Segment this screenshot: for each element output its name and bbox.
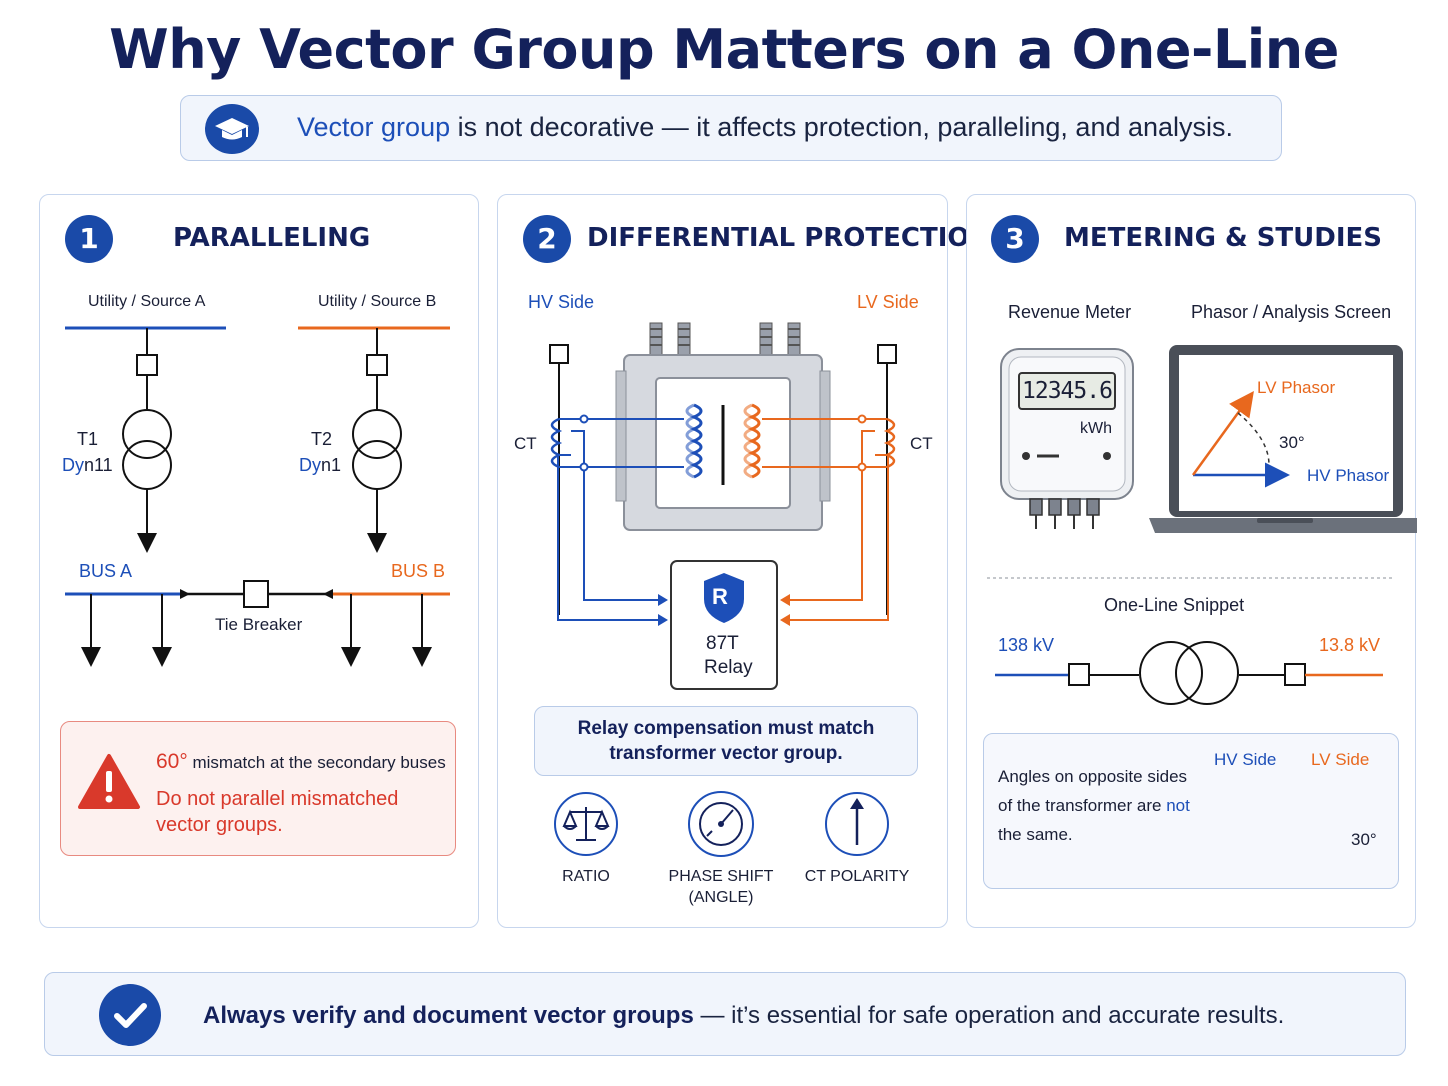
angles-lv-side: LV Side	[1311, 750, 1370, 769]
relay-word: Relay	[704, 657, 753, 678]
angles-degree: 30°	[1351, 830, 1377, 849]
relay-badge: R	[712, 584, 728, 609]
tie-breaker-label: Tie Breaker	[215, 615, 303, 634]
paralleling-heading: PARALLELING	[173, 223, 371, 253]
angles-hv-side: HV Side	[1214, 750, 1277, 769]
step-number-1: 1	[65, 215, 113, 263]
phase-shift-label: PHASE SHIFT (ANGLE)	[668, 868, 774, 906]
ratio-label: RATIO	[562, 868, 610, 885]
step-number-2: 2	[523, 215, 571, 263]
snippet-title: One-Line Snippet	[1104, 595, 1245, 615]
relay-compensation-note: Relay compensation must match transforme…	[534, 706, 918, 776]
bus-a-label: BUS A	[79, 561, 133, 581]
subtitle-banner: Vector group is not decorative — it affe…	[180, 95, 1282, 161]
ct-right-label: CT	[910, 434, 933, 453]
bus-b-label: BUS B	[391, 561, 446, 581]
metering-studies-panel: 3 METERING & STUDIES Revenue Meter Phaso…	[966, 194, 1417, 928]
hv-side-label: HV Side	[528, 292, 595, 312]
footer-text: Always verify and document vector groups…	[203, 1002, 1285, 1029]
t1-label: T1	[77, 429, 99, 449]
subtitle-text: Vector group is not decorative — it affe…	[297, 112, 1233, 143]
lv-phasor-label: LV Phasor	[1257, 378, 1336, 397]
step-number-3: 3	[991, 215, 1039, 263]
relay-name: 87T	[706, 633, 739, 654]
meter-reading: 12345.6	[1022, 378, 1113, 404]
subtitle-highlight: Vector group	[297, 112, 451, 142]
footer-banner: Always verify and document vector groups…	[44, 972, 1406, 1056]
paralleling-diagram	[65, 326, 450, 667]
meter-unit: kWh	[1080, 420, 1112, 437]
checkmark-icon	[99, 984, 161, 1046]
differential-diagram	[549, 322, 897, 857]
phasor-angle-label: 30°	[1279, 433, 1305, 452]
phasor-screen-label: Phasor / Analysis Screen	[1191, 302, 1392, 322]
warning-triangle-icon	[78, 754, 140, 809]
warning-angle-text: 60° mismatch at the secondary buses	[156, 750, 446, 773]
t2-vector-group: Dyn1	[299, 455, 342, 475]
metering-heading: METERING & STUDIES	[1064, 223, 1383, 253]
t2-label: T2	[311, 429, 333, 449]
graduation-cap-icon	[205, 104, 259, 154]
warning-action-text: Do not parallel mismatched vector groups…	[156, 788, 399, 836]
page-title: Why Vector Group Matters on a One-Line	[109, 18, 1339, 81]
mismatch-warning: 60° mismatch at the secondary buses Do n…	[60, 721, 456, 856]
paralleling-panel: 1 PARALLELING Utility / Source A Utility…	[39, 194, 479, 928]
differential-protection-panel: 2 DIFFERENTIAL PROTECTION HV Side LV Sid…	[497, 194, 991, 928]
t1-vector-group: Dyn11	[62, 455, 113, 475]
source-a-label: Utility / Source A	[88, 293, 206, 310]
lv-side-label: LV Side	[857, 292, 919, 312]
angles-note: Angles on opposite sides of the transfor…	[983, 733, 1399, 889]
differential-heading: DIFFERENTIAL PROTECTION	[587, 223, 992, 253]
hv-voltage-label: 138 kV	[998, 635, 1055, 655]
ct-polarity-label: CT POLARITY	[804, 868, 910, 885]
source-b-label: Utility / Source B	[318, 293, 437, 310]
metering-diagram	[987, 345, 1417, 864]
lv-voltage-label: 13.8 kV	[1319, 635, 1381, 655]
hv-phasor-label: HV Phasor	[1307, 466, 1390, 485]
subtitle-rest: is not decorative — it affects protectio…	[450, 112, 1234, 142]
ct-left-label: CT	[514, 434, 537, 453]
revenue-meter-label: Revenue Meter	[1008, 302, 1132, 322]
angles-text: Angles on opposite sides of the transfor…	[998, 767, 1190, 844]
